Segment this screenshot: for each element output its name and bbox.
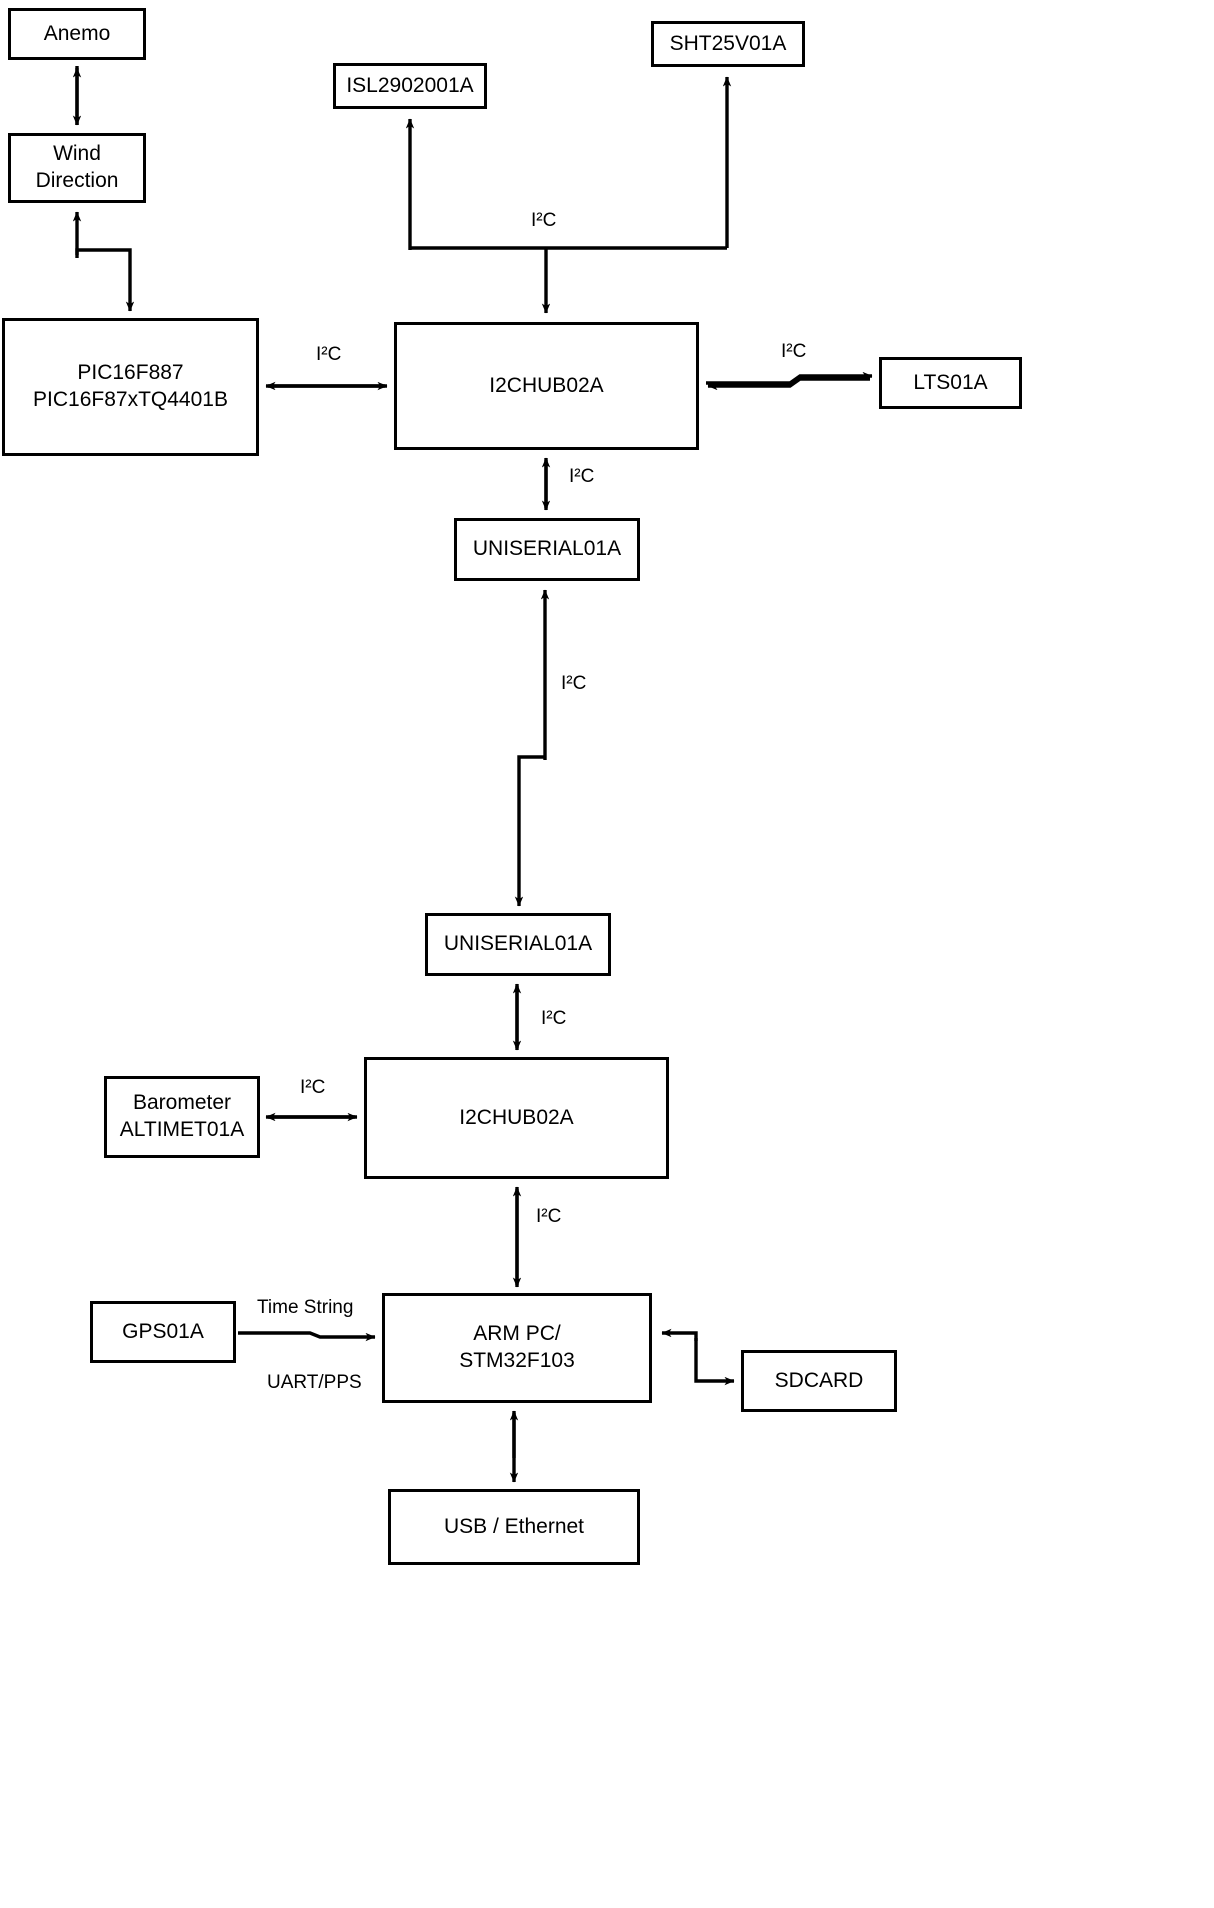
- wire-hub-lts-left: [707, 377, 870, 391]
- node-sdcard[interactable]: SDCARD: [741, 1350, 897, 1412]
- wire-arm-sdcard-out: [694, 1338, 735, 1386]
- edge-label-i2c-pic-hub: I²C: [313, 344, 345, 366]
- edge-label-time-string: Time String: [254, 1297, 357, 1319]
- node-lts01a[interactable]: LTS01A: [879, 357, 1022, 409]
- wire-uniserial-link-down: [514, 755, 545, 907]
- wire-hub-lts-right: [706, 371, 873, 385]
- edge-label-i2c-barometer-hub2: I²C: [297, 1077, 329, 1099]
- node-uniserial01a-top[interactable]: UNISERIAL01A: [454, 518, 640, 581]
- node-gps01a[interactable]: GPS01A: [90, 1301, 236, 1363]
- edge-label-i2c-uniserial-link: I²C: [558, 673, 590, 695]
- edge-label-i2c-hub2-arm: I²C: [533, 1206, 565, 1228]
- node-pic16f887[interactable]: PIC16F887 PIC16F87xTQ4401B: [2, 318, 259, 456]
- wire-pic-wind: [75, 248, 135, 312]
- node-sht25v01a[interactable]: SHT25V01A: [651, 21, 805, 67]
- edge-label-i2c-hub-uniserial: I²C: [566, 466, 598, 488]
- node-arm-pc-stm32f103[interactable]: ARM PC/ STM32F103: [382, 1293, 652, 1403]
- edge-label-i2c-hub-lts: I²C: [778, 341, 810, 363]
- node-i2chub02a-bottom[interactable]: I2CHUB02A: [364, 1057, 669, 1179]
- wire-gps-arm: [238, 1331, 376, 1342]
- wire-arm-sdcard-in: [661, 1328, 698, 1341]
- node-anemo[interactable]: Anemo: [8, 8, 146, 60]
- edge-label-i2c-isl-sht-bus: I²C: [528, 210, 560, 232]
- edge-label-uart-pps: UART/PPS: [264, 1372, 365, 1394]
- node-barometer-altimet01a[interactable]: Barometer ALTIMET01A: [104, 1076, 260, 1158]
- node-uniserial01a-bottom[interactable]: UNISERIAL01A: [425, 913, 611, 976]
- edge-label-i2c-uniserial-hub2: I²C: [538, 1008, 570, 1030]
- node-isl2902001a[interactable]: ISL2902001A: [333, 63, 487, 109]
- node-i2chub02a-top[interactable]: I2CHUB02A: [394, 322, 699, 450]
- node-wind-direction[interactable]: Wind Direction: [8, 133, 146, 203]
- node-usb-ethernet[interactable]: USB / Ethernet: [388, 1489, 640, 1565]
